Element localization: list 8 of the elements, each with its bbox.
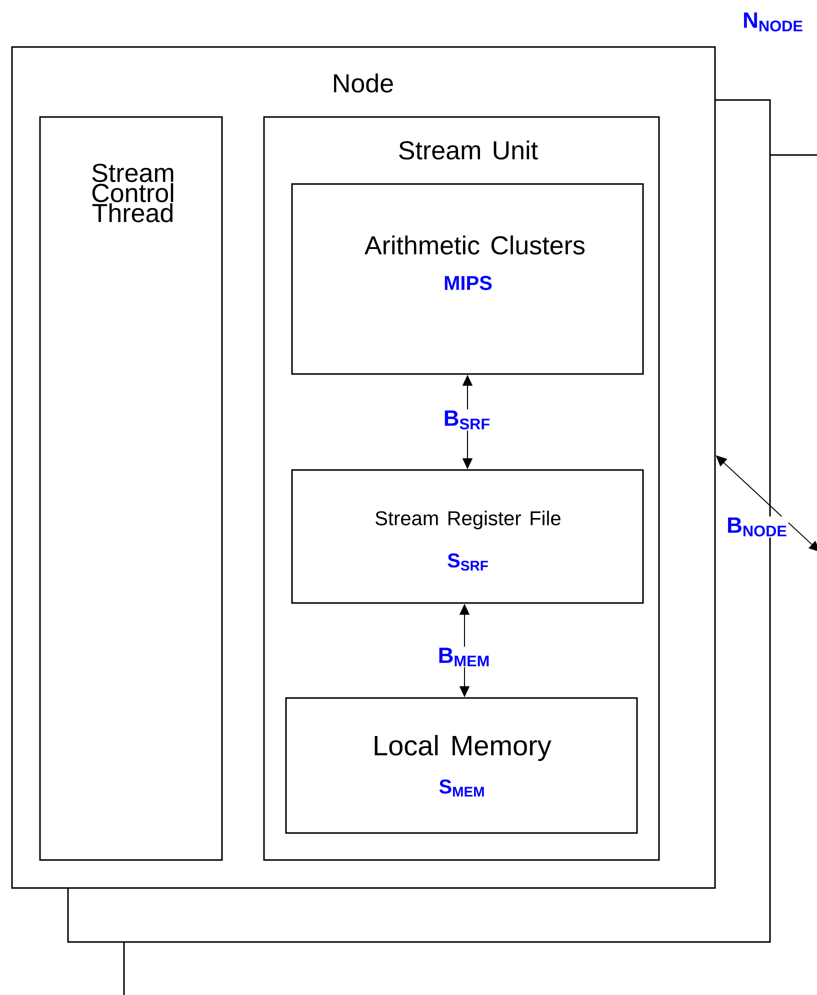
process-box: Stream Register File S$_{SRF}$	[291, 469, 644, 604]
process-box: Arithmetic Clusters MIPS	[291, 183, 644, 375]
edge-label: B$_{MEM}$	[436, 646, 492, 668]
memory-box: Local Memory S$_{MEM}$	[285, 697, 638, 834]
count-label: N$_{NODE}$	[744, 12, 802, 32]
edge-label: B$_{SRF}$	[442, 410, 492, 430]
edge-label: B$_{NODE}$	[726, 516, 788, 538]
thread-box: Stream Control Thread	[39, 116, 223, 861]
